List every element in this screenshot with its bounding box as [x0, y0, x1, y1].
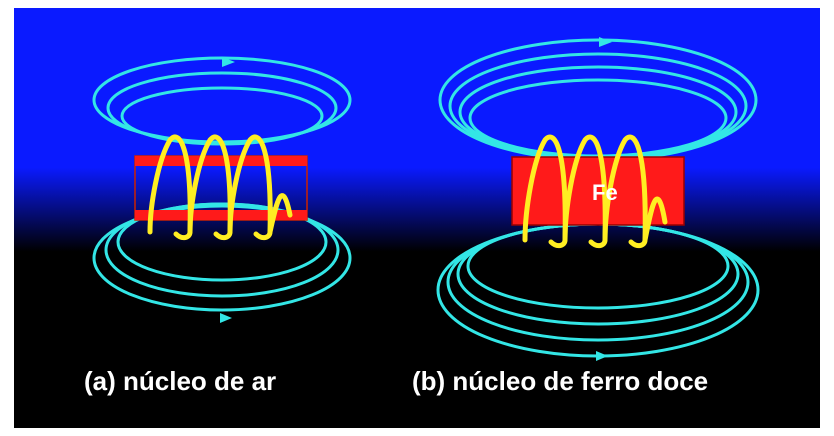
coil-b	[522, 134, 668, 249]
iron-core	[511, 156, 685, 226]
caption-a: (a) núcleo de ar	[84, 366, 276, 396]
arrow-markers-b	[596, 37, 612, 361]
caption-b: (b) núcleo de ferro doce	[412, 366, 708, 396]
air-core-outline	[134, 155, 308, 221]
coil-a	[147, 134, 293, 241]
field-lines-bottom-a	[92, 202, 352, 312]
iron-core-label: Fe	[592, 180, 618, 205]
panel-a: (a) núcleo de ar	[84, 56, 352, 396]
arrow-markers-a	[220, 57, 235, 323]
panel-b: Fe (b) núcleo de ferro doce	[412, 37, 760, 396]
